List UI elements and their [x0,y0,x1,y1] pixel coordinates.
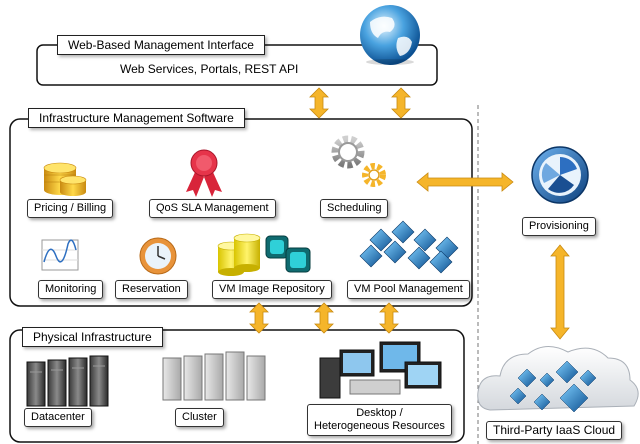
arrow-scheduling-to-provisioning [416,172,514,192]
database-cylinders-icon [217,233,311,276]
datacenter-label: Datacenter [24,408,92,427]
gears-icon [331,135,386,187]
cluster-label: Cluster [175,408,224,427]
server-racks-icon [26,355,109,407]
vm-pool-management-label: VM Pool Management [347,280,470,299]
arrow-web-to-infra-left [309,87,329,119]
vm-image-repository-label: VM Image Repository [212,280,332,299]
scheduling-label: Scheduling [320,199,389,218]
cloud-icon [477,346,639,413]
web-interface-title: Web-Based Management Interface [57,35,265,55]
infrastructure-title: Infrastructure Management Software [28,108,245,128]
clock-icon [139,237,177,275]
monitoring-chart-icon [41,239,79,271]
arrow-infra-to-physical-1 [249,302,269,334]
desktops-icon [319,341,442,399]
qos-sla-label: QoS SLA Management [149,199,276,218]
coins-icon [43,162,87,196]
desktop-resources-label: Desktop / Heterogeneous Resources [307,404,452,436]
ribbon-seal-icon [186,149,222,197]
monitoring-label: Monitoring [38,280,104,299]
vm-diamonds-icon [359,220,459,274]
cluster-servers-icon [162,351,266,401]
arrow-provisioning-to-cloud [550,244,570,340]
pricing-billing-label: Pricing / Billing [27,199,114,218]
web-interface-subtitle: Web Services, Portals, REST API [120,62,299,76]
arrow-infra-to-physical-2 [314,302,334,334]
reservation-label: Reservation [115,280,188,299]
globe-icon [360,5,420,65]
desktop-label-line2: Heterogeneous Resources [314,420,445,432]
desktop-label-line1: Desktop / [356,407,403,419]
provisioning-icon [531,146,589,204]
arrow-web-to-infra-right [391,87,411,119]
physical-title: Physical Infrastructure [22,327,163,347]
arrow-infra-to-physical-3 [379,302,399,334]
third-party-cloud-label: Third-Party IaaS Cloud [486,421,623,440]
provisioning-label: Provisioning [522,217,596,236]
